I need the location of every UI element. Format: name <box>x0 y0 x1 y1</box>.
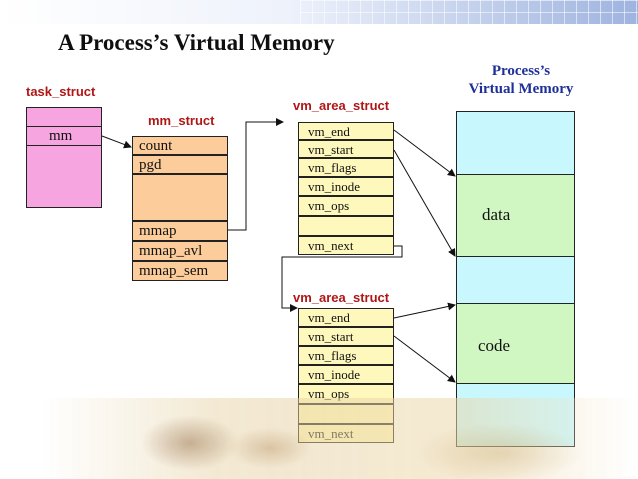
decorative-photo-strip <box>40 398 638 479</box>
memory-segment-data-label: data <box>482 205 511 224</box>
memory-segment-data <box>456 174 575 257</box>
vm-area-1-field-vm-start: vm_start <box>298 140 394 158</box>
mm-struct-field-empty <box>132 174 228 221</box>
arrow-mmap-to-vm-area-1 <box>228 118 284 231</box>
vm-area-1-field-vm-flags: vm_flags <box>298 158 394 177</box>
task-struct-mm-field: mm <box>26 126 102 146</box>
page-title: A Process’s Virtual Memory <box>58 30 335 55</box>
memory-region-top-free <box>456 111 575 175</box>
virtual-memory-label: Process’s Virtual Memory <box>446 62 596 98</box>
arrow-vm-start-2-to-code <box>393 335 456 383</box>
memory-segment-code-label: code <box>478 336 511 355</box>
vm-area-1-field-empty <box>298 216 394 236</box>
virtual-memory-label-line2: Virtual Memory <box>468 81 574 97</box>
vm-area-1-field-vm-end: vm_end <box>298 122 394 140</box>
vm-area-2-field-vm-flags: vm_flags <box>298 346 394 365</box>
vm-area-struct-1-label: vm_area_struct <box>293 98 390 113</box>
top-banner <box>0 0 638 24</box>
vm-area-struct-2-label: vm_area_struct <box>293 290 390 305</box>
task-struct-box <box>26 107 102 208</box>
mm-struct-label: mm_struct <box>148 113 215 128</box>
arrow-vm-start-1-to-data <box>393 149 456 257</box>
vm-area-1-field-vm-inode: vm_inode <box>298 177 394 196</box>
arrow-vm-end-2-to-code <box>393 302 456 319</box>
task-struct-label: task_struct <box>26 84 96 99</box>
virtual-memory-label-line1: Process’s <box>491 63 551 79</box>
mm-struct-field-count: count <box>132 136 228 155</box>
vm-area-1-field-vm-ops: vm_ops <box>298 196 394 216</box>
vm-area-2-field-vm-inode: vm_inode <box>298 365 394 384</box>
mm-struct-field-pgd: pgd <box>132 155 228 174</box>
vm-area-2-field-vm-end: vm_end <box>298 308 394 327</box>
vm-area-1-field-vm-next: vm_next <box>298 236 394 255</box>
vm-area-2-field-vm-start: vm_start <box>298 327 394 346</box>
memory-region-middle-free <box>456 256 575 304</box>
memory-segment-code <box>456 303 575 384</box>
mm-struct-field-mmap-sem: mmap_sem <box>132 261 228 281</box>
mm-struct-field-mmap: mmap <box>132 221 228 241</box>
arrow-vm-next-to-vm-area-2 <box>281 245 403 312</box>
arrow-mm-to-mm-struct <box>101 135 132 149</box>
banner-grid-pattern <box>300 0 638 24</box>
mm-struct-field-mmap-avl: mmap_avl <box>132 241 228 261</box>
arrow-vm-end-1-to-data <box>393 129 456 177</box>
